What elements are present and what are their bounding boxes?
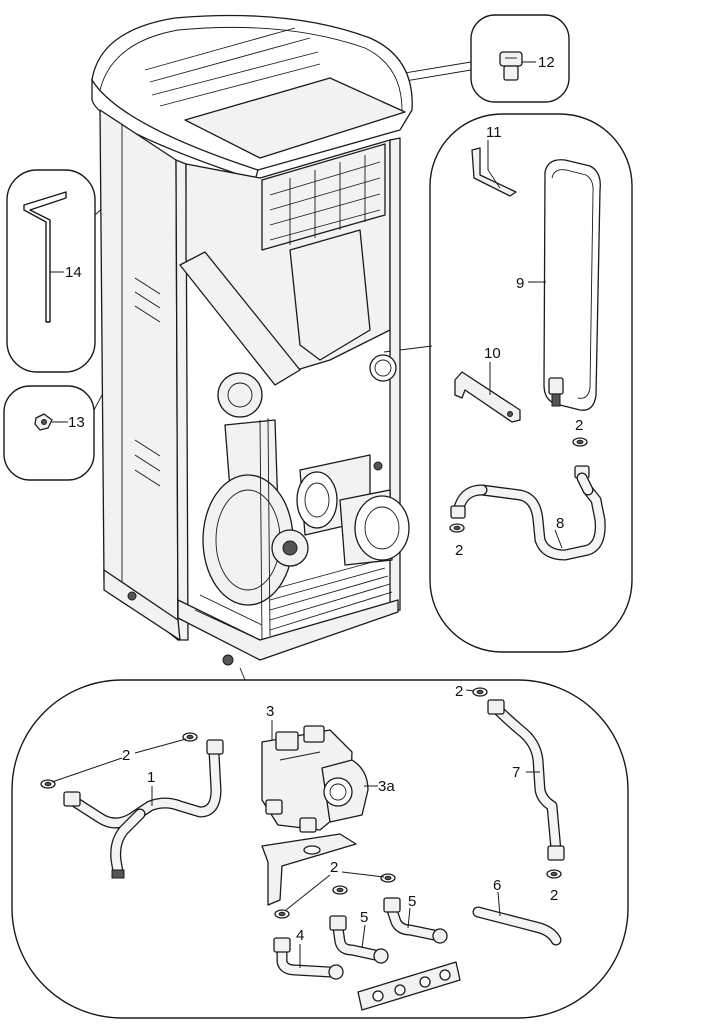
callout-2-pipe7-top: 2	[455, 683, 463, 700]
part-9-expansion-vessel	[528, 159, 601, 411]
part-2-washers-pipe1	[40, 732, 198, 789]
callout-1: 1	[147, 769, 155, 786]
part-11-bracket	[471, 140, 517, 197]
callout-2-vessel: 2	[575, 417, 583, 434]
detail-bubble-13	[3, 385, 95, 481]
part-4-pipe	[273, 937, 344, 980]
callout-14: 14	[65, 264, 82, 281]
callout-5-a: 5	[360, 909, 368, 926]
callout-4: 4	[296, 927, 304, 944]
part-2-washer-vessel	[572, 437, 588, 447]
part-2-washer-hose	[449, 523, 465, 533]
detail-bubble-side-parts	[429, 113, 633, 653]
side-panel-slots	[134, 277, 161, 487]
callout-12: 12	[538, 54, 555, 71]
callout-11: 11	[486, 124, 502, 141]
base-tray-ribs	[269, 559, 393, 631]
detail-bubble-hydraulics	[11, 679, 629, 1019]
hopper-grid	[269, 155, 381, 245]
part-12-air-vent	[499, 51, 536, 81]
part-5-pipe-a	[329, 915, 389, 964]
boiler-cabinet	[91, 14, 413, 666]
callout-3: 3	[266, 703, 274, 720]
part-5-pipe-b	[383, 897, 448, 944]
callout-8: 8	[556, 515, 564, 532]
callout-2-hose: 2	[455, 542, 463, 559]
connection-plate	[357, 961, 461, 1011]
mounting-plate	[261, 833, 357, 906]
callout-13: 13	[68, 414, 85, 431]
callout-2-pipe1: 2	[122, 747, 130, 764]
callout-2-plate: 2	[330, 859, 338, 876]
part-14-allen-key	[23, 191, 67, 323]
callout-5-b: 5	[408, 893, 416, 910]
part-6-pipe	[472, 891, 562, 946]
detail-bubble-12	[470, 14, 570, 103]
part-2-washers-pipe7	[465, 687, 562, 879]
lid-vent-slots	[144, 27, 321, 107]
callout-3a: 3a	[378, 778, 395, 795]
callout-9: 9	[516, 275, 524, 292]
part-13-clip	[34, 413, 68, 431]
callout-7: 7	[512, 764, 520, 781]
callout-10: 10	[484, 345, 501, 362]
part-10-bracket	[454, 362, 521, 423]
detail-bubble-14	[6, 169, 96, 373]
part-1-pipe	[63, 739, 224, 879]
callout-2-pipe7-bottom: 2	[550, 887, 558, 904]
part-3a-pump-head	[321, 759, 378, 823]
part-2-washers-plate	[274, 871, 396, 919]
part-8-flexible-hose	[450, 465, 606, 561]
callout-6: 6	[493, 877, 501, 894]
part-7-pipe	[487, 699, 565, 861]
